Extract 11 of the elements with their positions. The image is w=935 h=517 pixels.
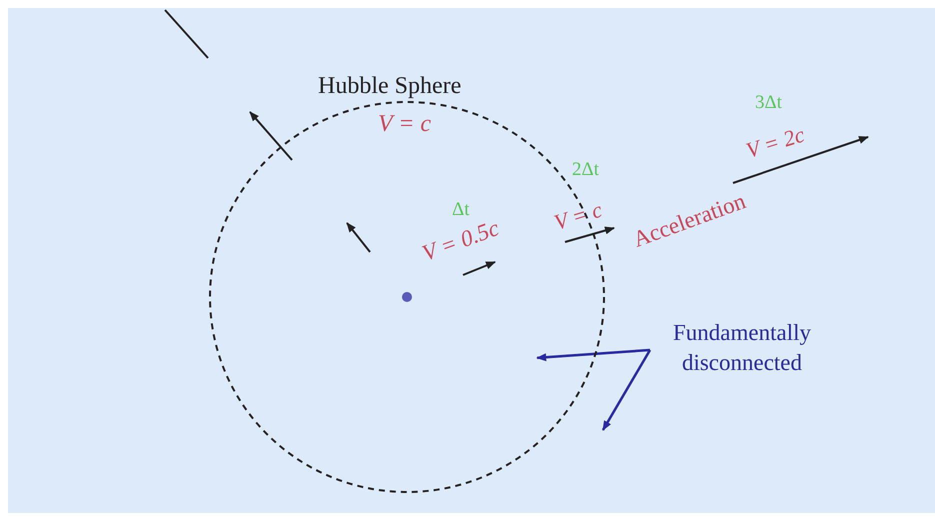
annotation-text: Fundamentally disconnected [672,319,812,377]
time-label: 3Δt [755,93,782,112]
leader-arrow [536,348,650,362]
velocity-label: V = 2c [744,124,808,162]
time-label: Δt [452,200,470,219]
velocity-label: V = 0.5c [419,216,502,265]
circle-heading: Hubble Sphere [318,74,462,98]
leader-arrow [602,349,652,431]
time-label: 2Δt [572,160,599,179]
velocity-label: V = c [378,112,432,136]
velocity-label: V = c [552,198,605,234]
